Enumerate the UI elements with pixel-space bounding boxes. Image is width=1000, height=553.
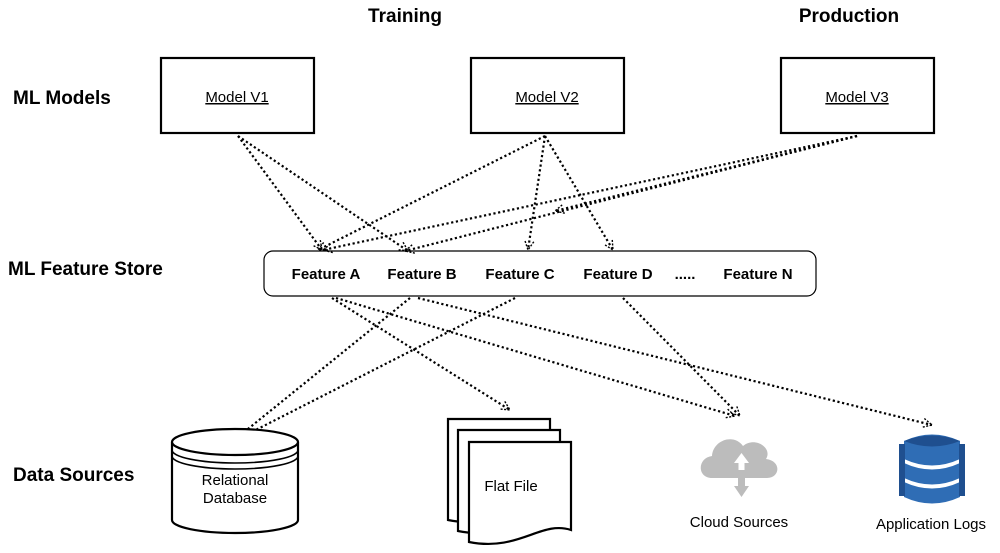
relational-db-label-line1: Relational: [202, 472, 269, 489]
arrow-v1-feature-b: [237, 135, 410, 252]
feature-a-label: Feature A: [292, 266, 361, 283]
model-v3-box: Model V3: [779, 56, 936, 135]
application-logs-label: Application Logs: [876, 516, 986, 533]
arrow-v3-feature-c: [553, 134, 858, 214]
model-v3-label: Model V3: [825, 89, 888, 106]
feature-ellipsis: .....: [675, 266, 696, 283]
model-v2-label: Model V2: [515, 89, 578, 106]
arrow-v1-feature-a: [237, 135, 323, 252]
stacked-documents-icon: Flat File: [446, 417, 573, 545]
model-to-feature-arrows: [237, 134, 858, 254]
feature-store-box: Feature A Feature B Feature C Feature D …: [263, 250, 817, 297]
arrow-feature-b-logs: [417, 296, 934, 428]
relational-db-label-line2: Database: [203, 490, 267, 507]
cloud-upload-icon: Cloud Sources: [690, 439, 788, 531]
model-v1-label: Model V1: [205, 89, 268, 106]
arrow-v3-feature-a: [321, 134, 858, 254]
model-v2-box: Model V2: [469, 56, 626, 135]
cloud-sources-label: Cloud Sources: [690, 514, 788, 531]
arrow-feature-a-cloud: [335, 296, 737, 419]
arrow-feature-a-flatfile: [331, 297, 512, 411]
arrow-v2-feature-a: [316, 135, 546, 251]
flat-file-label: Flat File: [484, 478, 537, 495]
feature-b-label: Feature B: [387, 266, 456, 283]
arrow-feature-b-db: [236, 297, 411, 438]
feature-c-label: Feature C: [485, 266, 554, 283]
arrow-feature-c-db: [238, 297, 516, 439]
feature-to-source-arrows: [236, 296, 934, 439]
ml-models-row-label: ML Models: [13, 88, 111, 109]
feature-n-label: Feature N: [723, 266, 792, 283]
production-column-header: Production: [799, 6, 899, 27]
training-column-header: Training: [368, 6, 442, 27]
arrow-feature-d-cloud: [622, 297, 742, 418]
feature-store-row-label: ML Feature Store: [8, 259, 163, 280]
arrow-v2-feature-c: [524, 135, 547, 252]
dynamodb-logo-icon: Application Logs: [876, 434, 986, 533]
model-v1-box: Model V1: [159, 56, 316, 135]
database-cylinder-icon: Relational Database: [170, 427, 300, 535]
data-sources-row-label: Data Sources: [13, 465, 134, 486]
arrow-v2-feature-d: [544, 135, 614, 252]
arrow-v3-feature-b: [403, 134, 858, 254]
feature-d-label: Feature D: [583, 266, 652, 283]
